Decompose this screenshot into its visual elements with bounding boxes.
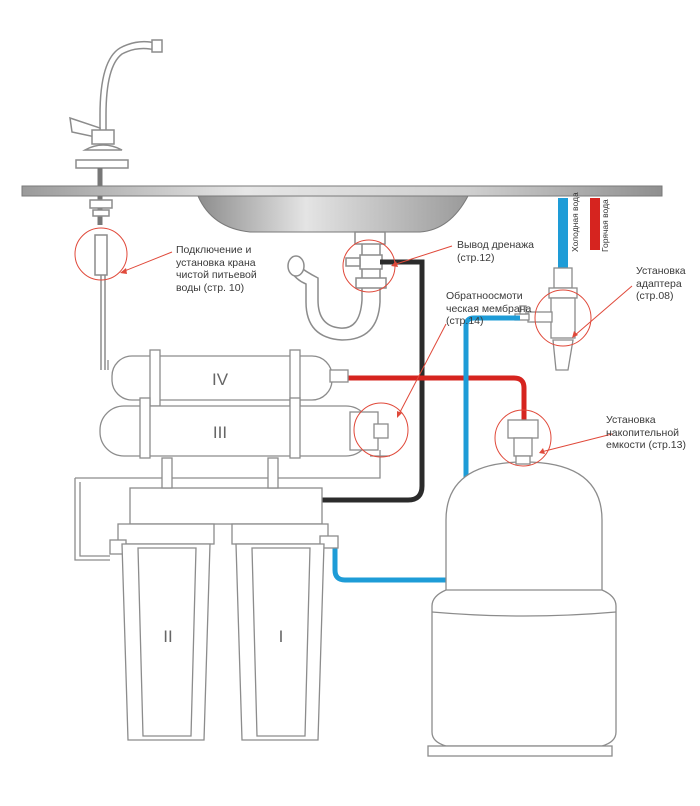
- stage-4-label: IV: [212, 370, 229, 389]
- faucet: [69, 39, 163, 370]
- membrane-callout-label: Обратноосмоти ческая мембрана (стр.14): [446, 290, 532, 327]
- leader-lines: [121, 245, 633, 453]
- sink: [21, 185, 663, 233]
- stage-4-filter: [111, 349, 349, 407]
- faucet-callout-label: Подключение и установка крана чистой пит…: [176, 244, 257, 294]
- stage-1-label: I: [279, 627, 284, 646]
- stage-3-label: III: [213, 423, 227, 442]
- leader-arrowheads: [120, 261, 578, 454]
- stage-2-label: II: [163, 627, 172, 646]
- tank-callout-circle: [494, 409, 552, 467]
- membrane-callout-circle: [353, 402, 409, 458]
- stage-3-membrane: [99, 397, 389, 459]
- hot-water-label: Горячая вода: [600, 199, 610, 252]
- tank-callout-label: Установка накопительной емкости (стр.13): [606, 414, 686, 451]
- storage-tank: [427, 419, 617, 757]
- stage-1-housing: [235, 543, 325, 741]
- drain-siphon: [287, 231, 387, 341]
- prefilter-block: [109, 457, 339, 555]
- drain-line: [322, 259, 425, 503]
- internal-tubing: [74, 360, 390, 561]
- stage-2-housing: [121, 543, 211, 741]
- adapter-callout-label: Установка адаптера (стр.08): [636, 265, 686, 302]
- supply-pipes: Холодная вода Горячая вода: [558, 192, 610, 268]
- faucet-callout-circle: [74, 227, 128, 281]
- clean-water-line: [345, 375, 527, 420]
- callout-circles: [74, 227, 592, 467]
- cold-water-label: Холодная вода: [570, 192, 580, 252]
- drain-callout-label: Вывод дренажа (стр.12): [457, 239, 534, 264]
- adapter-callout-circle: [534, 289, 592, 347]
- adapter-valve: [514, 267, 578, 371]
